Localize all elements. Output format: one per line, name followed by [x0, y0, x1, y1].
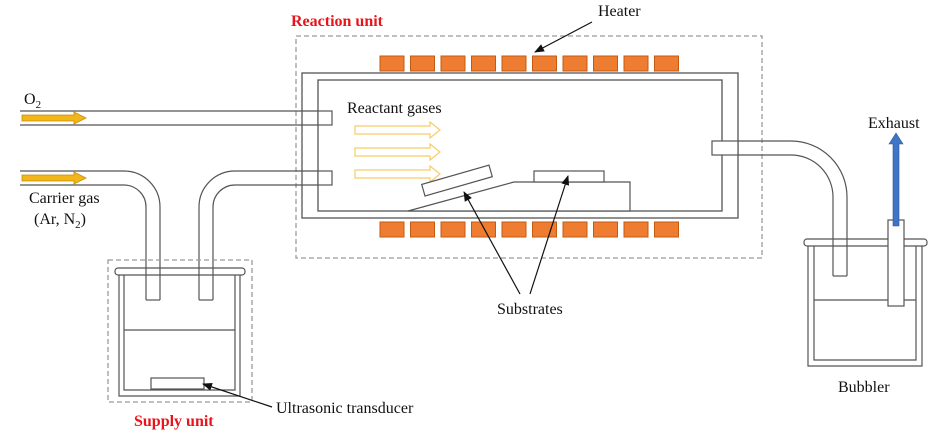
- exhaust-label: Exhaust: [868, 115, 920, 132]
- substrate-flat: [533, 170, 605, 183]
- exhaust-arrow: [888, 132, 904, 227]
- reaction-unit-box: [295, 35, 763, 259]
- supply-unit-label: Supply unit: [134, 413, 214, 430]
- o2-inlet-stub: [317, 110, 333, 126]
- reactant-arrow-3: [354, 164, 441, 184]
- o2-label: O2: [24, 91, 41, 111]
- heater-block: [654, 221, 679, 238]
- heater-block: [532, 221, 557, 238]
- heater-block: [562, 221, 588, 238]
- carrier-gas-label: Carrier gas: [29, 190, 100, 207]
- heater-top-row: [379, 55, 679, 72]
- heater-block: [410, 55, 435, 72]
- substrate-tilted: [420, 164, 494, 197]
- heater-block: [501, 55, 527, 72]
- supply-unit-box: [107, 259, 253, 403]
- carrier-gas-pipe: [20, 170, 161, 301]
- reactant-gas-arrows: [354, 120, 441, 184]
- bubbler-vessel: [803, 238, 928, 367]
- heater-block: [623, 55, 649, 72]
- heater-block: [471, 221, 496, 238]
- reactor-tube: [301, 72, 739, 219]
- carrier-gas-species-label: (Ar, N2): [34, 211, 86, 231]
- ultrasonic-transducer-label: Ultrasonic transducer: [276, 400, 414, 417]
- heater-block: [593, 55, 618, 72]
- heater-label: Heater: [598, 3, 641, 20]
- heater-bottom-row: [379, 221, 679, 238]
- heater-block: [623, 221, 649, 238]
- o2-inlet-arrow: [21, 111, 87, 125]
- outlet-pipe: [738, 140, 848, 277]
- reaction-unit-label: Reaction unit: [291, 13, 384, 30]
- reactant-gases-label: Reactant gases: [347, 100, 442, 117]
- heater-block: [654, 55, 679, 72]
- substrate-holder: [407, 181, 631, 212]
- heater-block: [593, 221, 618, 238]
- heater-block: [410, 221, 435, 238]
- heater-block: [440, 55, 466, 72]
- mist-transfer-pipe: [198, 170, 318, 301]
- heater-block: [501, 221, 527, 238]
- heater-pointer-arrow: [534, 21, 593, 53]
- heater-block: [562, 55, 588, 72]
- heater-block: [532, 55, 557, 72]
- heater-block: [379, 221, 405, 238]
- substrates-pointer-2: [529, 175, 570, 295]
- mist-inlet-stub: [317, 170, 333, 186]
- substrates-label: Substrates: [497, 301, 563, 318]
- o2-pipe: [20, 110, 318, 126]
- ultrasonic-transducer: [150, 377, 205, 390]
- reactant-arrow-2: [354, 142, 441, 162]
- supply-vessel: [114, 267, 246, 397]
- bubbler-label: Bubbler: [838, 379, 890, 396]
- exhaust-pipe: [887, 219, 905, 307]
- substrates-pointer-1: [463, 191, 521, 295]
- heater-block: [471, 55, 496, 72]
- transducer-pointer: [202, 383, 273, 408]
- reactant-arrow-1: [354, 120, 441, 140]
- heater-block: [379, 55, 405, 72]
- carrier-gas-inlet-arrow: [21, 171, 87, 185]
- heater-block: [440, 221, 466, 238]
- outlet-stub: [711, 140, 739, 156]
